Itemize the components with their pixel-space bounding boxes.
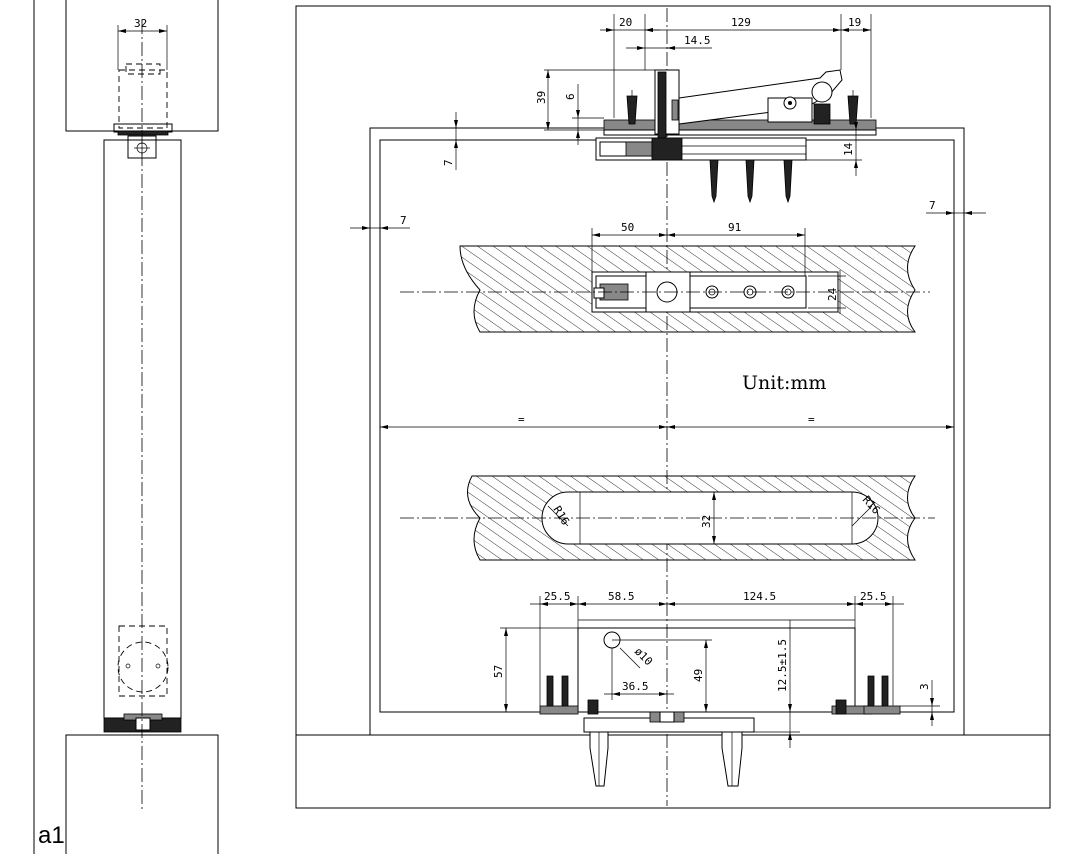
dim-36-5: 36.5 xyxy=(622,680,649,693)
dim-39: 39 xyxy=(535,91,548,104)
dim-91: 91 xyxy=(728,221,741,234)
dim-6: 6 xyxy=(564,93,577,100)
gap-right-dim: 7 xyxy=(929,199,936,212)
dim-tolerance: 12.5±1.5 xyxy=(776,639,789,692)
dim-50: 50 xyxy=(621,221,634,234)
dim-3: 3 xyxy=(918,683,931,690)
equal-left: = xyxy=(518,413,525,426)
dim-24: 24 xyxy=(826,287,839,301)
figure-label: a1 xyxy=(38,822,65,849)
dim-14: 14 xyxy=(842,142,855,156)
gap-left-dim: 7 xyxy=(400,214,407,227)
dim-124-5: 124.5 xyxy=(743,590,776,603)
dim-diam10: ø10 xyxy=(632,645,655,668)
bottom-slot: R16 R16 32 xyxy=(400,475,935,561)
bottom-plate-dimensions: 25.5 58.5 124.5 25.5 57 49 36.5 12.5±1.5… xyxy=(492,590,940,748)
side-width-dim: 32 xyxy=(134,17,147,30)
bottom-plate: ø10 xyxy=(539,619,901,787)
dim-57: 57 xyxy=(492,665,505,678)
dim-20: 20 xyxy=(619,16,632,29)
slot-width: 32 xyxy=(700,515,713,528)
dim-25-5-right: 25.5 xyxy=(860,590,887,603)
top-bracket-dimensions: 20 129 19 14.5 39 6 14 xyxy=(442,14,872,176)
top-bracket xyxy=(595,69,877,204)
dim-14-5: 14.5 xyxy=(684,34,711,47)
dim-49: 49 xyxy=(692,669,705,682)
dim-58-5: 58.5 xyxy=(608,590,635,603)
side-gap-dimensions: 7 7 xyxy=(350,199,986,230)
unit-note: Unit:mm xyxy=(742,372,826,394)
equal-right: = xyxy=(808,413,815,426)
dim-129: 129 xyxy=(731,16,751,29)
side-view: 32 xyxy=(65,0,219,854)
center-equal-marks: = = xyxy=(380,413,954,429)
dim-25-5-left: 25.5 xyxy=(544,590,571,603)
dim-19: 19 xyxy=(848,16,861,29)
dim-7-top: 7 xyxy=(442,159,455,166)
top-slot: 50 91 24 xyxy=(400,221,930,333)
